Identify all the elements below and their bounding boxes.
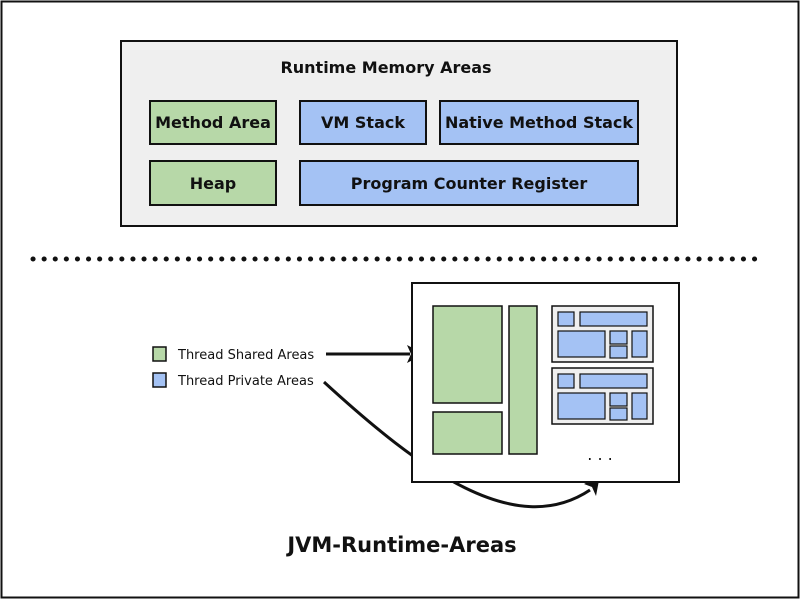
overview-ellipsis: . . .	[587, 445, 612, 464]
legend-shared-label: Thread Shared Areas	[177, 348, 314, 363]
heap-block: Heap	[149, 160, 277, 206]
program-counter-register-block: Program Counter Register	[299, 160, 639, 206]
native-method-stack-label: Native Method Stack	[445, 113, 633, 132]
runtime-memory-areas-panel: Runtime Memory Areas Method Area VM Stac…	[120, 40, 678, 227]
method-area-label: Method Area	[155, 113, 271, 132]
overview-heap-small	[432, 411, 503, 455]
legend-private-label: Thread Private Areas	[177, 374, 314, 389]
method-area-block: Method Area	[149, 100, 277, 145]
legend-private-swatch	[152, 372, 167, 388]
vm-stack-label: VM Stack	[321, 113, 405, 132]
native-method-stack-block: Native Method Stack	[439, 100, 639, 145]
legend-shared-swatch	[152, 346, 167, 362]
diagram-caption: JVM-Runtime-Areas	[285, 533, 516, 557]
program-counter-register-label: Program Counter Register	[351, 174, 588, 193]
vm-stack-block: VM Stack	[299, 100, 427, 145]
overview-method-area	[508, 305, 538, 455]
legend: Thread Shared Areas Thread Private Areas	[152, 346, 314, 389]
heap-label: Heap	[190, 174, 237, 193]
memory-overview-box: . . .	[411, 282, 680, 483]
runtime-panel-title: Runtime Memory Areas	[280, 58, 491, 77]
thread-block	[551, 305, 654, 363]
thread-block	[551, 367, 654, 425]
overview-heap-large	[432, 305, 503, 404]
